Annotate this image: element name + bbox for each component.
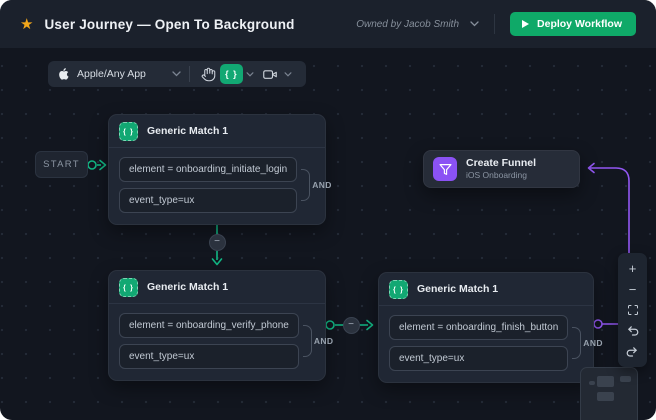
condition-field[interactable]: element = onboarding_initiate_login (119, 157, 297, 182)
undo-button[interactable] (622, 322, 643, 339)
owner-label: Owned by Jacob Smith (356, 19, 459, 30)
node-title: Generic Match 1 (417, 283, 498, 295)
node-header: { } Generic Match 1 (379, 273, 593, 306)
and-operator-group: AND (297, 157, 317, 213)
node-header: { } Generic Match 1 (109, 271, 325, 304)
chevron-down-icon[interactable] (284, 72, 292, 77)
deploy-button-label: Deploy Workflow (537, 18, 622, 30)
zoom-in-button[interactable]: + (622, 260, 643, 277)
minimap-node (597, 376, 614, 387)
and-bracket (572, 327, 581, 359)
node-body: element = onboarding_initiate_login even… (109, 148, 325, 224)
node-body: element = onboarding_verify_phone event_… (109, 304, 325, 380)
minimap-node (620, 376, 631, 382)
play-icon (522, 20, 529, 28)
undo-icon (626, 324, 639, 337)
node-title: Generic Match 1 (147, 125, 228, 137)
header-actions: Owned by Jacob Smith Deploy Workflow (356, 12, 636, 36)
minimap-node (597, 392, 614, 401)
condition-field[interactable]: event_type=ux (119, 344, 299, 369)
node-body: element = onboarding_finish_button event… (379, 306, 593, 382)
workflow-canvas[interactable]: Apple/Any App { } START { } Generic Matc… (0, 48, 656, 420)
node-create-funnel[interactable]: Create Funnel iOS Onboarding (423, 150, 580, 188)
condition-field[interactable]: event_type=ux (389, 346, 568, 371)
hand-icon (201, 67, 216, 82)
deploy-workflow-button[interactable]: Deploy Workflow (510, 12, 636, 36)
header-divider (494, 14, 495, 34)
chevron-down-icon[interactable] (172, 71, 181, 77)
start-node[interactable]: START (35, 151, 88, 178)
app-selector[interactable]: Apple/Any App (77, 68, 146, 80)
toolbar-divider (189, 66, 190, 82)
remove-connector-button[interactable]: − (343, 317, 360, 334)
and-operator-group: AND (299, 313, 317, 369)
pan-tool-button[interactable] (198, 64, 220, 84)
match-tool-button[interactable]: { } (220, 64, 243, 84)
start-label: START (43, 159, 80, 170)
braces-icon: { } (119, 278, 138, 297)
funnel-icon (433, 157, 457, 181)
and-operator-label: AND (312, 180, 332, 190)
chevron-down-icon[interactable] (246, 72, 254, 77)
canvas-toolbar: Apple/Any App { } (48, 61, 306, 87)
and-bracket (301, 169, 310, 201)
zoom-out-button[interactable]: − (622, 281, 643, 298)
chevron-down-icon[interactable] (470, 21, 479, 27)
redo-button[interactable] (622, 343, 643, 360)
node-generic-match-1[interactable]: { } Generic Match 1 element = onboarding… (108, 114, 326, 225)
remove-connector-button[interactable]: − (209, 234, 226, 251)
condition-field[interactable]: element = onboarding_verify_phone (119, 313, 299, 338)
funnel-node-title: Create Funnel (466, 157, 536, 170)
funnel-node-subtitle: iOS Onboarding (466, 170, 536, 180)
condition-field[interactable]: event_type=ux (119, 188, 297, 213)
node-generic-match-2[interactable]: { } Generic Match 1 element = onboarding… (108, 270, 326, 381)
star-icon[interactable]: ★ (20, 17, 33, 32)
minimap-node (589, 381, 595, 385)
page-title: User Journey — Open To Background (44, 17, 294, 32)
braces-icon: { } (119, 122, 138, 141)
and-bracket (303, 325, 312, 357)
apple-icon (57, 67, 69, 81)
condition-field[interactable]: element = onboarding_finish_button (389, 315, 568, 340)
braces-icon: { } (225, 69, 238, 79)
node-title: Generic Match 1 (147, 281, 228, 293)
node-generic-match-3[interactable]: { } Generic Match 1 element = onboarding… (378, 272, 594, 383)
record-tool-button[interactable] (259, 64, 281, 84)
canvas-controls-panel: + − (618, 253, 647, 367)
fit-to-screen-button[interactable] (622, 301, 643, 318)
braces-icon: { } (389, 280, 408, 299)
fit-screen-icon (627, 304, 639, 316)
and-operator-group: AND (568, 315, 585, 371)
header-bar: ★ User Journey — Open To Background Owne… (0, 0, 656, 48)
minimap[interactable] (580, 367, 638, 420)
redo-icon (626, 345, 639, 358)
and-operator-label: AND (314, 336, 334, 346)
and-operator-label: AND (583, 338, 603, 348)
video-camera-icon (262, 67, 278, 82)
node-header: { } Generic Match 1 (109, 115, 325, 148)
